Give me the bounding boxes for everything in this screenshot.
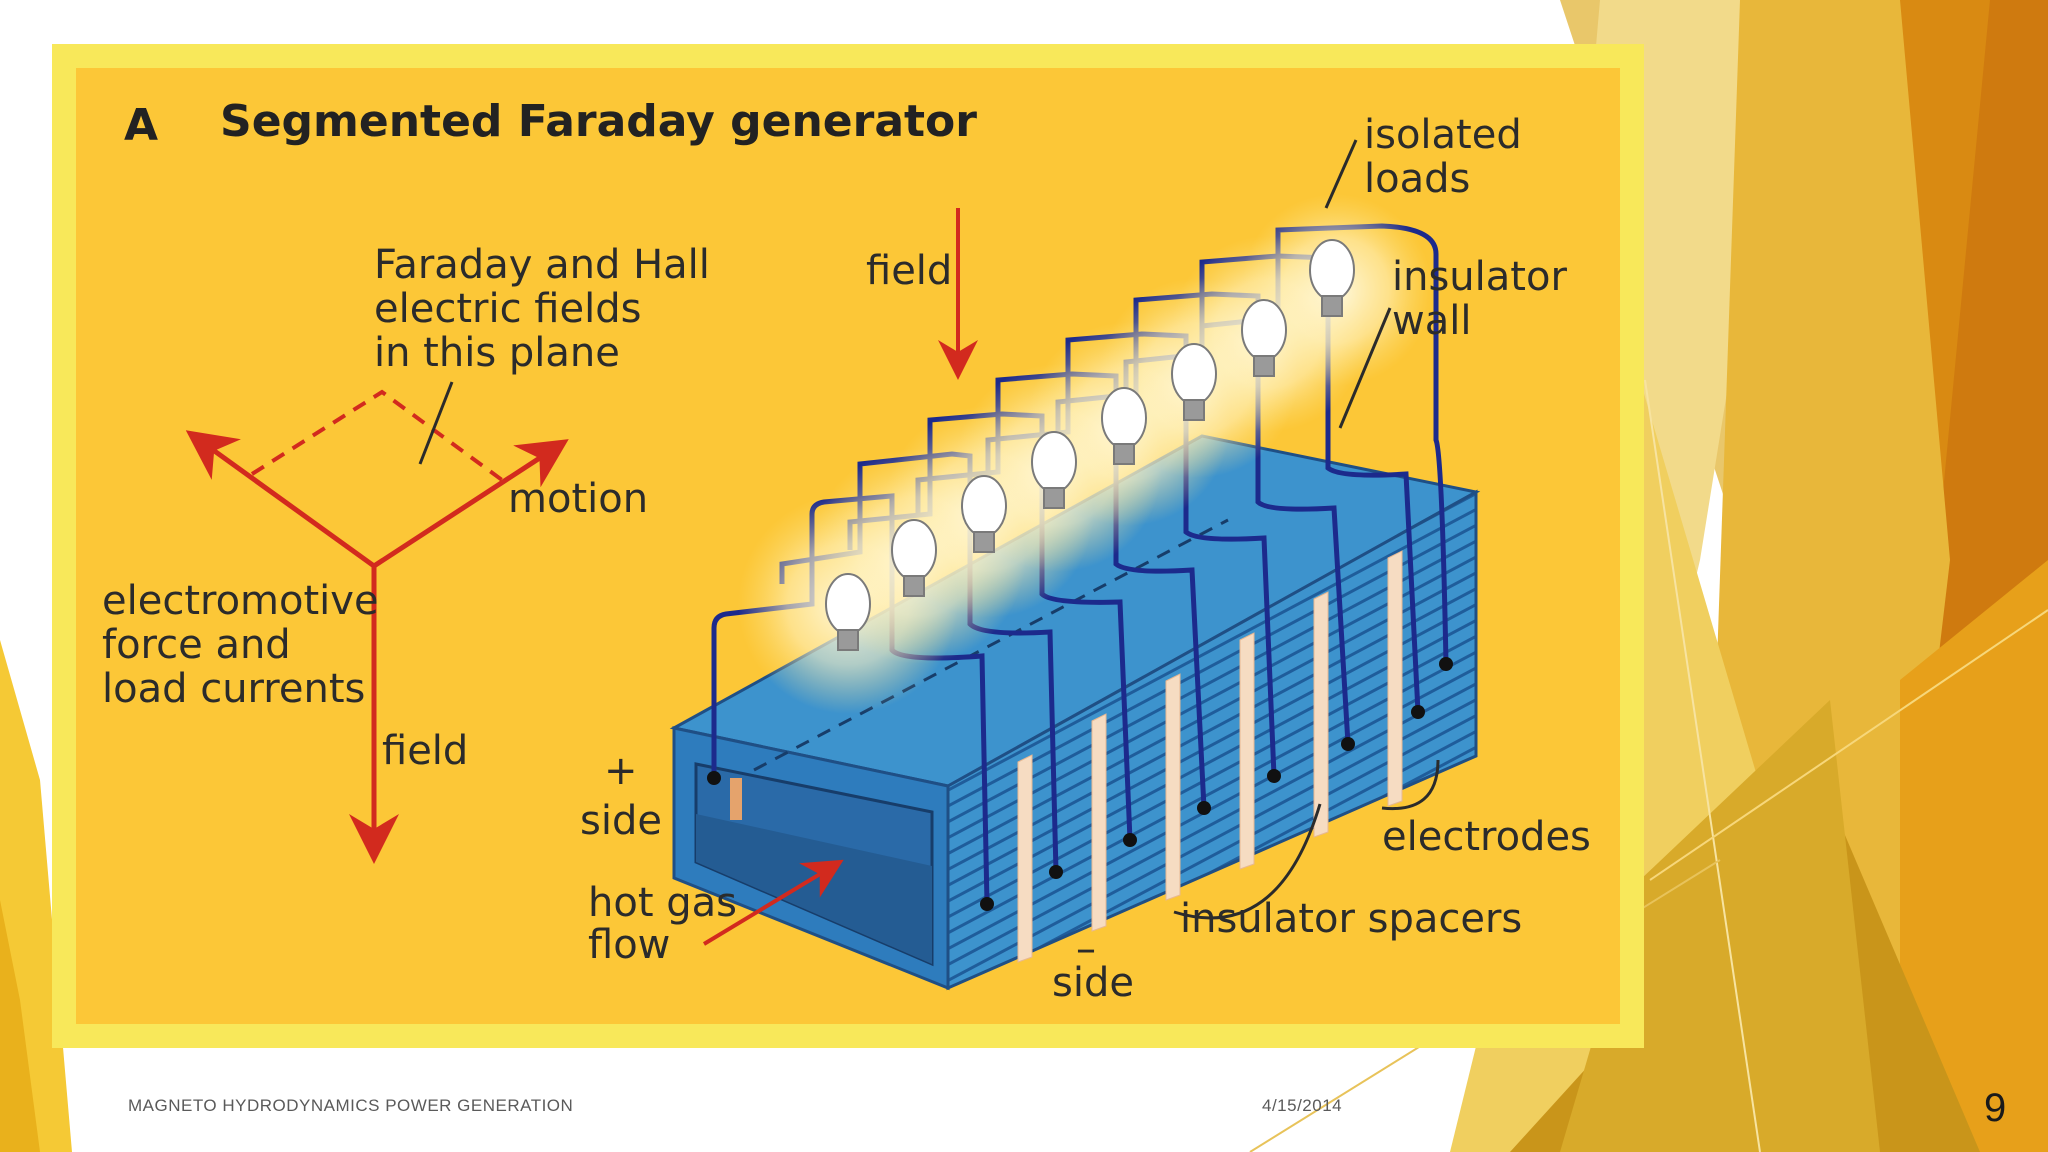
plane-label-line1: Faraday and Hall: [374, 242, 710, 288]
footer-date: 4/15/2014: [1262, 1096, 1343, 1115]
minus-side-label: side: [1052, 960, 1134, 1006]
isolated-loads-line2: loads: [1364, 156, 1470, 202]
figure-title: Segmented Faraday generator: [220, 96, 977, 147]
plus-sign: +: [604, 748, 638, 794]
bulb-2: [891, 519, 937, 597]
hot-gas-arrow: [702, 859, 844, 946]
faraday-generator-figure: A Segmented Faraday generator Faraday an…: [52, 44, 1644, 1048]
plane-label-line3: in this plane: [374, 330, 620, 376]
electrodes-label: electrodes: [1382, 814, 1591, 860]
motion-arrow: [372, 439, 569, 569]
emf-arrow: [185, 430, 376, 569]
bulb-6: [1171, 343, 1217, 421]
electrode-contacts: [707, 657, 1453, 911]
axis-diagram: [185, 389, 569, 864]
emf-label-line3: load currents: [102, 666, 365, 712]
hot-gas-label-line2: flow: [588, 922, 670, 968]
bulb-3: [961, 475, 1007, 553]
plane-dashes: [250, 389, 504, 482]
insulator-spacers: [1017, 550, 1403, 963]
minus-sign: –: [1076, 926, 1096, 972]
hot-gas-label-line1: hot gas: [588, 880, 737, 926]
plus-side-label: side: [580, 798, 662, 844]
insulator-spacers-label: insulator spacers: [1180, 896, 1522, 942]
insulator-wall-line1: insulator: [1392, 254, 1567, 300]
footer-title: MAGNETO HYDRODYNAMICS POWER GENERATION: [128, 1096, 574, 1115]
motion-label: motion: [508, 476, 648, 522]
emf-label-line1: electromotive: [102, 578, 379, 624]
panel-letter: A: [124, 100, 158, 151]
bulb-1: [825, 573, 871, 651]
bulb-5: [1101, 387, 1147, 465]
field-label-top: field: [866, 248, 952, 294]
field-label-left: field: [382, 728, 468, 774]
plane-pointer: [418, 381, 454, 465]
page-number: 9: [1984, 1086, 2007, 1130]
emf-label-line2: force and: [102, 622, 291, 668]
plane-label-line2: electric fields: [374, 286, 641, 332]
bulbs: [825, 239, 1355, 651]
insulator-wall-line2: wall: [1392, 298, 1471, 344]
bulb-7: [1241, 299, 1287, 377]
bulb-4: [1031, 431, 1077, 509]
isolated-loads-line1: isolated: [1364, 112, 1522, 158]
bulb-8: [1309, 239, 1355, 317]
